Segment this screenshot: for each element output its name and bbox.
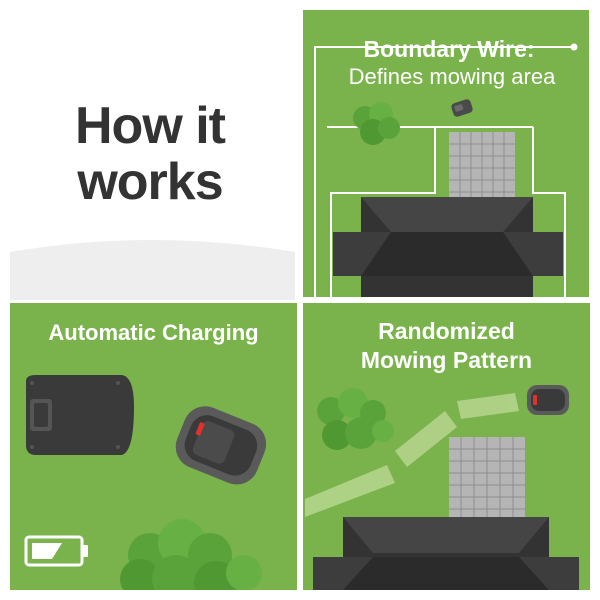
mowing-trail xyxy=(305,393,519,517)
battery-icon xyxy=(24,535,88,567)
boundary-wire-illustration xyxy=(314,43,578,297)
robot-mower-icon xyxy=(451,99,473,117)
boundary-wire-heading: Boundary Wire: xyxy=(363,36,535,62)
automatic-charging-heading: Automatic Charging xyxy=(48,320,259,345)
paving-tile-icon xyxy=(449,437,525,519)
boundary-wire-right xyxy=(532,127,566,297)
charging-station-icon xyxy=(26,375,134,455)
mower-status-light xyxy=(195,422,205,436)
intro-floor-shape xyxy=(10,240,295,300)
mower-status-light xyxy=(533,395,537,405)
page-title: How it works xyxy=(0,98,300,210)
shrub-icon xyxy=(317,388,394,450)
randomized-heading-line-2: Mowing Pattern xyxy=(360,347,533,373)
charging-illustration xyxy=(24,375,267,590)
randomized-heading-line-1: Randomized xyxy=(378,318,515,344)
wire-end-dot xyxy=(570,43,578,51)
paving-tile-icon xyxy=(449,132,515,202)
boundary-wire-panel: Boundary Wire: Defines mowing area xyxy=(303,10,589,297)
shrub-icon xyxy=(353,102,400,145)
house-roof-icon xyxy=(313,517,579,590)
randomized-pattern-heading: Randomized Mowing Pattern xyxy=(303,317,590,375)
house-roof-icon xyxy=(333,197,563,297)
robot-mower-icon xyxy=(527,385,569,415)
intro-panel: How it works xyxy=(0,0,300,300)
boundary-wire-line xyxy=(314,46,571,297)
shrub-icon xyxy=(120,519,262,590)
randomized-pattern-illustration xyxy=(305,385,579,590)
boundary-wire-subheading: Defines mowing area xyxy=(348,64,556,89)
randomized-pattern-panel: Randomized Mowing Pattern xyxy=(303,303,590,590)
title-line-2: works xyxy=(77,153,223,211)
robot-mower-icon xyxy=(175,406,267,485)
automatic-charging-panel: Automatic Charging xyxy=(10,303,297,590)
title-line-1: How it xyxy=(75,97,226,155)
